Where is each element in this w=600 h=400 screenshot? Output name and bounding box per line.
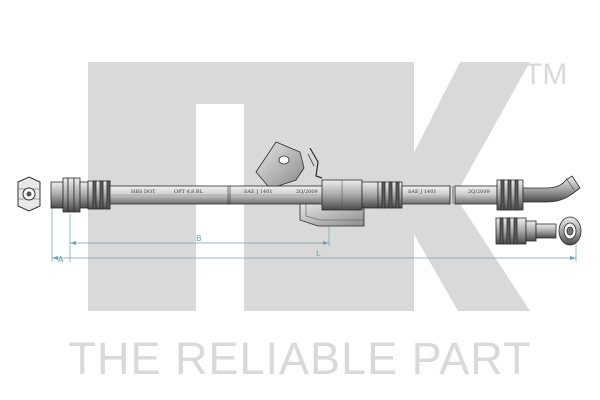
logo-trademark: TM — [524, 58, 567, 91]
bracket-tab — [255, 141, 305, 187]
mounting-bracket — [255, 141, 379, 227]
bracket-hole — [278, 155, 290, 165]
hose-marking-sae-2: SAE J 1401 — [408, 189, 437, 195]
slogan: THE RELIABLE PART — [68, 333, 532, 384]
dimension-label-b: B — [196, 234, 202, 243]
dimension-lines — [51, 186, 577, 262]
dimension-label-a: A — [58, 255, 64, 264]
arrow-b-left — [70, 241, 76, 245]
middle-crimp-fitting — [377, 181, 403, 209]
hose-marking-option: OPT 4.8 BL — [174, 189, 204, 195]
right-bent-pipe — [522, 175, 581, 203]
arrow-b-right — [323, 241, 329, 245]
right-fitting — [496, 175, 581, 211]
logo-letter-n-counter — [196, 104, 244, 311]
arrow-l-right — [570, 256, 576, 260]
hex-nut-end-view — [17, 176, 41, 212]
hose-marking-date-2: 2Q/2009 — [468, 189, 490, 195]
left-fitting-nut — [50, 181, 64, 209]
dimension-label-l: L — [316, 249, 321, 258]
banjo-fitting — [495, 216, 582, 246]
hose-marking-sae-1: SAE J 1401 — [244, 189, 273, 195]
left-fitting — [50, 177, 111, 213]
bracket-clip — [309, 147, 323, 179]
hose-marking-date-1: 2Q/2009 — [296, 189, 318, 195]
dimension-arrows — [52, 241, 576, 260]
arrow-l-left — [52, 256, 58, 260]
logo-letter-k-arm — [392, 62, 530, 196]
logo-letter-k-leg — [392, 196, 530, 311]
hose-marking-dot: HBS DOT — [131, 189, 156, 195]
